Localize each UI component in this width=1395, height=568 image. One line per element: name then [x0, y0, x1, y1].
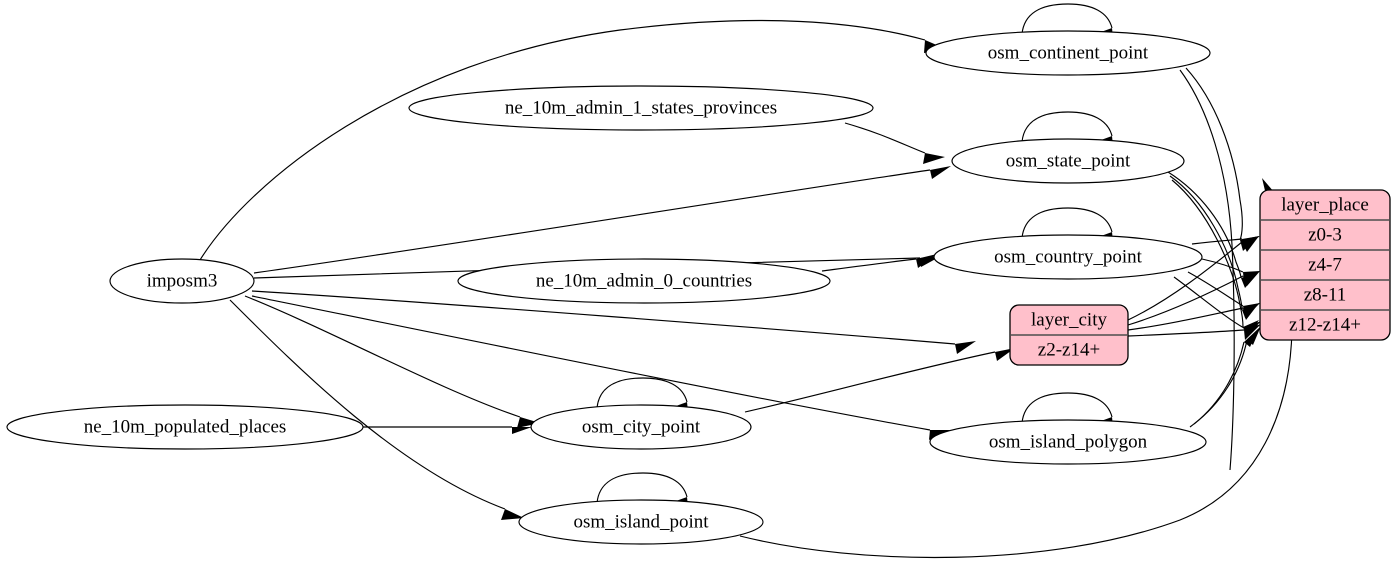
node-ne-10m-admin-1-states-provinces[interactable]: ne_10m_admin_1_states_provinces — [408, 85, 874, 131]
edge-ne-places-to-osm-city-point — [363, 426, 532, 434]
node-layer: imposm3 ne_10m_admin_1_states_provinces … — [6, 30, 1211, 545]
node-osm-continent-point[interactable]: osm_continent_point — [925, 30, 1211, 76]
node-osm-island-point[interactable]: osm_island_point — [518, 499, 764, 545]
node-ne-10m-admin-0-countries[interactable]: ne_10m_admin_0_countries — [457, 258, 831, 304]
edge-osm-island-polygon-to-layer-place-z12-z14 — [1189, 328, 1259, 428]
node-osm-country-point[interactable]: osm_country_point — [933, 234, 1203, 280]
edge-layer-city-to-layer-place-z4-7 — [1127, 271, 1260, 326]
node-imposm3[interactable]: imposm3 — [109, 258, 255, 304]
record-node-layer-city[interactable]: layer_city z2-z14+ — [1009, 304, 1129, 366]
node-osm-island-polygon[interactable]: osm_island_polygon — [929, 419, 1207, 465]
edge-imposm3-to-osm-state-point — [253, 166, 951, 274]
edge-ne-countries-to-osm-country-point — [821, 254, 937, 272]
record-node-layer-place[interactable]: layer_place z0-3 z4-7 z8-11 z12-z14+ — [1259, 189, 1391, 341]
edge-imposm3-to-osm-city-point — [244, 295, 540, 428]
edge-imposm3-to-osm-island-point — [229, 299, 524, 520]
node-ne-10m-populated-places[interactable]: ne_10m_populated_places — [6, 404, 364, 450]
edge-osm-island-polygon-to-layer-place-z12-z14-b — [1193, 326, 1261, 425]
edge-imposm3-to-osm-continent-point — [199, 19, 946, 261]
edge-imposm3-to-layer-city — [251, 290, 976, 354]
edge-ne-states-to-osm-state-point — [844, 122, 945, 164]
edge-osm-island-point-to-layer-place-z12-z14 — [739, 178, 1293, 559]
edge-osm-continent-point-sweep — [1179, 69, 1235, 471]
edge-layer-city-to-layer-place-z0-3 — [1127, 236, 1259, 321]
node-osm-city-point[interactable]: osm_city_point — [530, 404, 752, 450]
node-osm-state-point[interactable]: osm_state_point — [951, 138, 1185, 184]
edge-layer-city-to-layer-place-z8-11 — [1127, 303, 1260, 331]
edge-osm-continent-point-to-layer-place-z0-3 — [1185, 67, 1259, 251]
